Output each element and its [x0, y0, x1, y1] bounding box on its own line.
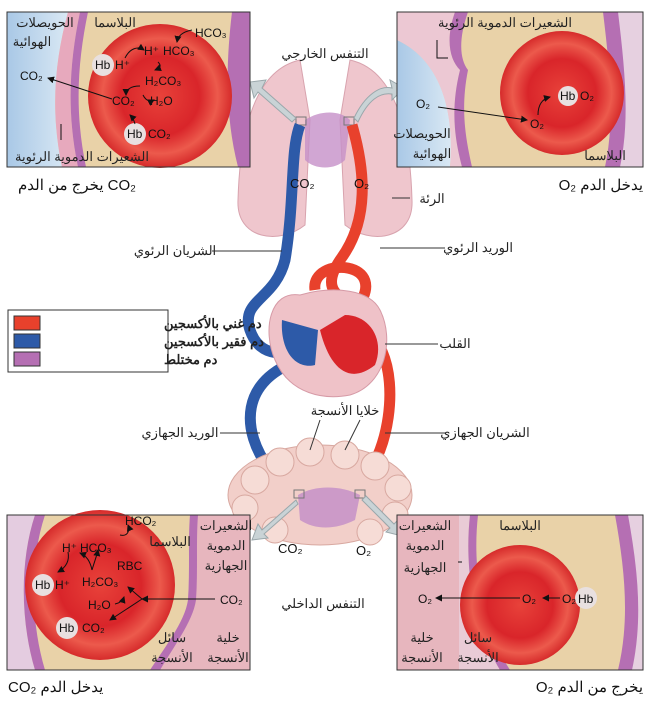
- tr-alveoli-label-2: الهوائية: [413, 146, 451, 162]
- tl-h2o: H₂O: [150, 94, 173, 108]
- lung-o2-label: O₂: [354, 176, 369, 191]
- br-capillaries-label-1: الشعيرات: [399, 518, 451, 534]
- bl-hco3: HCO₃: [80, 541, 112, 555]
- panel-tissue-co2-uptake: HCO₂ H⁺ HCO₃ RBC Hb H⁺ H₂CO₃ H₂O CO₂ Hb …: [6, 510, 252, 671]
- bl-h-ion: H⁺: [62, 541, 77, 555]
- bl-cell-label-2: الأنسجة: [207, 649, 249, 665]
- tl-alveoli-label-2: الهوائية: [13, 34, 51, 50]
- br-o2-out: O₂: [418, 592, 432, 606]
- tl-hb: Hb: [95, 58, 111, 72]
- tl-hb-co2: CO₂: [148, 127, 171, 141]
- callout-arrows: [249, 78, 405, 541]
- tl-hb-h: H⁺: [115, 58, 130, 72]
- tr-hb: Hb: [560, 89, 576, 103]
- tl-h-ion: H⁺: [144, 44, 159, 58]
- internal-respiration-label: التنفس الداخلي: [281, 596, 364, 612]
- tl-plasma-label: البلاسما: [94, 15, 136, 30]
- bl-fluid-label-2: الأنسجة: [151, 649, 193, 665]
- legend-label-oxygen-poor: دم فقير بالأكسجين: [164, 333, 264, 350]
- lungs: [237, 59, 413, 237]
- legend-label-mixed: دم مختلط: [164, 352, 218, 368]
- pulmonary-vein-label: الوريد الرئوي: [443, 240, 513, 256]
- tl-capillaries-label: الشعيرات الدموية الرئوية: [15, 149, 149, 165]
- panel-tissue-o2-release: O₂ O₂ O₂ Hb البلاسما الشعيرات الدموية ال…: [396, 514, 644, 671]
- tr-o2: O₂: [416, 97, 430, 111]
- bl-capillaries-label-2: الدموية: [207, 538, 246, 554]
- br-o2: O₂: [522, 592, 536, 606]
- tissue-cells-label: خلايا الأنسجة: [311, 402, 380, 418]
- pulmonary-artery-label: الشريان الرئوي: [134, 243, 216, 259]
- legend-swatch-mixed: [13, 351, 41, 367]
- bl-hb-h: H⁺: [55, 578, 70, 592]
- tl-hco3: HCO₃: [163, 44, 195, 58]
- br-plasma-label: البلاسما: [499, 518, 541, 533]
- lung-label: الرئة: [419, 191, 444, 207]
- tl-hb2: Hb: [127, 127, 143, 141]
- tl-co2-out: CO₂: [20, 69, 43, 83]
- br-caption: O₂ يخرج من الدم: [536, 679, 643, 696]
- br-fluid-label-1: سائل: [464, 630, 492, 645]
- bl-h2o: H₂O: [88, 598, 111, 612]
- bl-plasma-label: البلاسما: [149, 534, 191, 549]
- br-fluid-label-2: الأنسجة: [457, 649, 499, 665]
- bl-fluid-label-1: سائل: [158, 630, 186, 645]
- bl-h2co3: H₂CO₃: [82, 575, 118, 589]
- br-hb-o2: O₂: [562, 592, 576, 606]
- bl-hb: Hb: [35, 578, 51, 592]
- panel-lung-co2-release: HCO₃ H⁺ HCO₃ Hb H⁺ H₂CO₃ CO₂ H₂O Hb CO₂ …: [6, 11, 251, 168]
- tl-co2: CO₂: [112, 94, 135, 108]
- bl-hb-co2: CO₂: [82, 621, 105, 635]
- br-cell-label-2: الأنسجة: [401, 649, 443, 665]
- external-respiration-label: التنفس الخارجي: [281, 46, 368, 62]
- systemic-vein-label: الوريد الجهازي: [142, 425, 219, 441]
- tr-alveoli-label-1: الحويصلات: [393, 126, 451, 142]
- bl-hb2: Hb: [59, 621, 75, 635]
- systemic-artery-label: الشريان الجهازي: [440, 425, 529, 441]
- bl-rbc-label: RBC: [117, 559, 143, 573]
- legend-swatch-oxygen-poor: [13, 333, 41, 349]
- tr-plasma-label: البلاسما: [584, 148, 626, 163]
- br-capillaries-label-3: الجهازية: [404, 560, 447, 576]
- tr-caption: O₂ يدخل الدم: [559, 177, 643, 194]
- legend: دم غني بالأكسجين دم فقير بالأكسجين دم مخ…: [7, 309, 264, 373]
- tissue-o2-label: O₂: [356, 543, 371, 558]
- panel-lung-o2-uptake: O₂ O₂ Hb O₂ الشعيرات الدموية الرئوية الح…: [393, 11, 644, 168]
- br-capillaries-label-2: الدموية: [406, 538, 445, 554]
- heart: [268, 289, 388, 398]
- tl-alveoli-label-1: الحويصلات: [16, 15, 74, 31]
- tl-caption: CO₂ يخرج من الدم: [18, 177, 136, 194]
- legend-label-oxygen-rich: دم غني بالأكسجين: [164, 315, 262, 332]
- bl-capillaries-label-3: الجهازية: [205, 558, 248, 574]
- br-hb: Hb: [578, 592, 594, 606]
- tr-hb-o2: O₂: [580, 89, 594, 103]
- bl-co2: CO₂: [220, 593, 243, 607]
- lung-co2-label: CO₂: [290, 176, 315, 191]
- legend-swatch-oxygen-rich: [13, 315, 41, 331]
- tl-h2co3: H₂CO₃: [145, 74, 181, 88]
- bl-hco2: HCO₂: [125, 514, 157, 528]
- bl-capillaries-label-1: الشعيرات: [200, 518, 252, 534]
- tl-hco3-out: HCO₃: [195, 26, 227, 40]
- tissue-co2-label: CO₂: [278, 541, 303, 556]
- pulmonary-artery: [242, 122, 306, 359]
- heart-label: القلب: [439, 336, 470, 351]
- tr-o2-in: O₂: [530, 117, 544, 131]
- bl-caption: CO₂ يدخل الدم: [8, 679, 103, 696]
- br-cell-label-1: خلية: [410, 630, 433, 645]
- bl-cell-label-1: خلية: [216, 630, 239, 645]
- tr-capillaries-label: الشعيرات الدموية الرئوية: [438, 15, 572, 31]
